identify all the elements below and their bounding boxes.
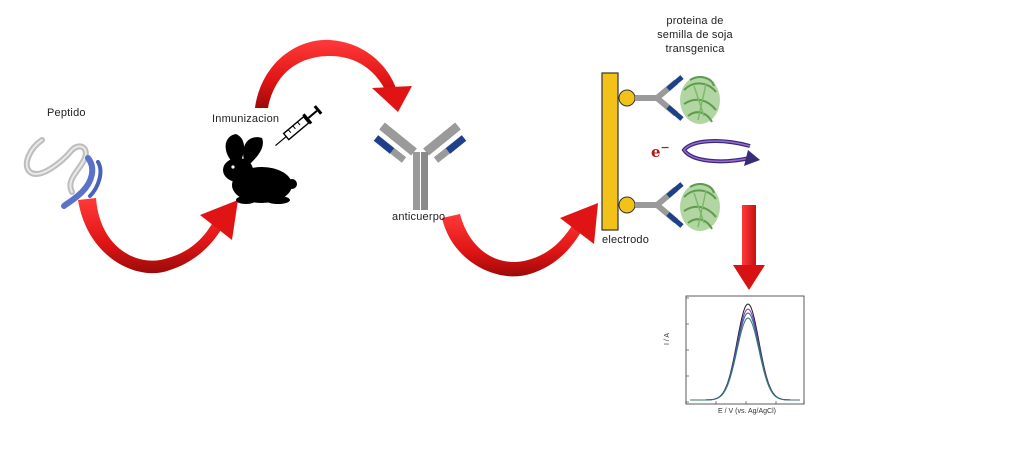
- peptide-ribbon-icon: [23, 137, 103, 209]
- protein-label-line2: semilla de soja: [657, 29, 733, 41]
- electrode-label: electrodo: [602, 234, 650, 246]
- flow-arrow-down: [733, 205, 765, 290]
- electron-symbol: e−: [651, 141, 670, 161]
- protein-label-line1: proteina de: [666, 15, 724, 27]
- electron-transfer-arrow: [681, 139, 760, 166]
- protein-icon: [680, 76, 720, 124]
- plot-x-ticks: [685, 401, 805, 404]
- protein-icon: [680, 183, 720, 231]
- electrode: [601, 72, 619, 231]
- flow-arrow-peptide-to-rabbit: [78, 198, 238, 274]
- plot-curve: [690, 317, 800, 401]
- electron-letter: e: [651, 143, 661, 161]
- flow-arrow-antibody-to-electrode: [442, 203, 598, 277]
- antibody-icon: [373, 122, 467, 210]
- plot-y-ticks: [686, 297, 689, 403]
- antibody-label: anticuerpo: [392, 211, 446, 223]
- protein-label: proteina de semilla de soja transgenica: [650, 14, 740, 56]
- electron-charge: −: [660, 141, 670, 154]
- immunization-label: Inmunizacion: [212, 113, 280, 125]
- protein-label-line3: transgenica: [665, 43, 725, 55]
- peptide-label: Peptido: [47, 107, 86, 119]
- rabbit-icon: [223, 134, 297, 204]
- immobilized-antibody-lower: [618, 182, 684, 228]
- plot-curves: [690, 303, 800, 401]
- plot-ylabel: I / A: [664, 332, 671, 345]
- plot-xlabel: E / V (vs. Ag/AgCl): [718, 408, 776, 415]
- syringe-icon: [275, 105, 323, 147]
- voltammogram-plot: [685, 295, 805, 405]
- immobilized-antibody-upper: [618, 75, 684, 121]
- plot-frame: [685, 295, 805, 405]
- flow-arrow-rabbit-to-antibody: [255, 39, 412, 112]
